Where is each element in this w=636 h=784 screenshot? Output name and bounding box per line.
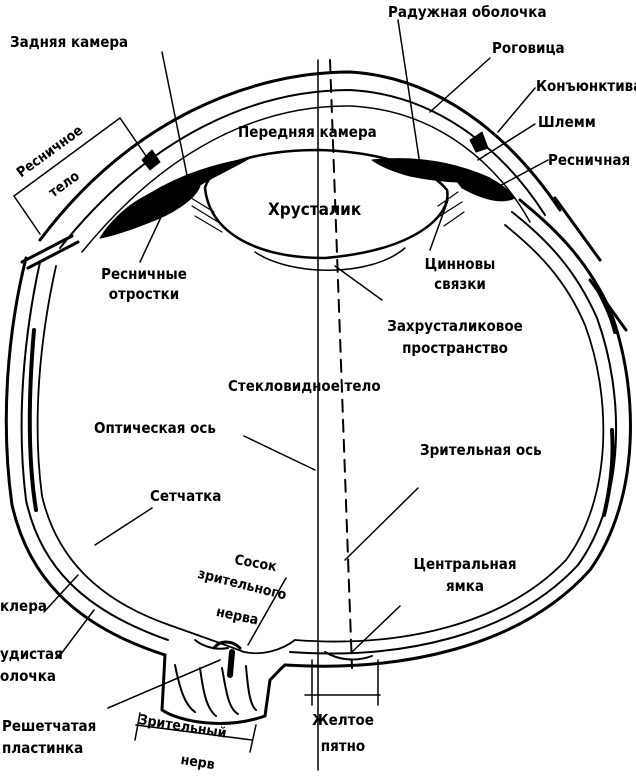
cornea-outline: [38, 70, 562, 253]
label-choroid-line2: олочка: [0, 667, 56, 685]
label-zonule-line1: Цинновы: [424, 255, 496, 273]
label-vitreous-body: Стекловидное тело: [228, 377, 381, 395]
ciliary-body-bracket: [13, 117, 147, 235]
optic-disc-vessel: [227, 649, 235, 678]
lens-shape: [203, 148, 449, 271]
label-retrolental-line2: пространство: [402, 339, 508, 357]
label-posterior-chamber: Задняя камера: [10, 33, 129, 51]
label-lens: Хрусталик: [268, 200, 362, 220]
label-ciliary-muscle: Ресничная: [548, 151, 631, 169]
label-macula-line2: пятно: [320, 737, 366, 755]
optic-nerve-shape: [160, 639, 287, 725]
optic-papilla-shape: [212, 640, 242, 650]
label-choroid-line1: удистая: [0, 645, 63, 663]
label-lamina-cribrosa-line2: пластинка: [2, 739, 84, 757]
label-zonule-line2: связки: [434, 275, 486, 293]
label-conjunctiva: Конъюнктива: [536, 77, 636, 95]
retina-outline: [36, 224, 605, 661]
ciliary-body-shape: [99, 131, 516, 239]
label-macula-line1: Желтое: [312, 711, 374, 729]
conjunctiva-outline: [20, 196, 628, 332]
visual-axis-line: [329, 59, 353, 669]
label-fovea-line2: ямка: [446, 577, 484, 595]
label-schlemm-canal: Шлемм: [538, 113, 596, 131]
label-fovea-line1: Центральная: [413, 555, 517, 573]
label-retina: Сетчатка: [150, 487, 222, 505]
label-visual-axis: Зрительная ось: [420, 441, 542, 459]
label-sclera: клера: [0, 597, 47, 615]
label-cornea: Роговица: [492, 39, 565, 57]
macula-bracket: [304, 659, 381, 706]
label-anterior-chamber: Передняя камера: [238, 123, 377, 141]
label-lamina-cribrosa-line1: Решетчатая: [2, 717, 97, 735]
leader-lines: [43, 19, 549, 709]
label-ciliary-processes-line2: отростки: [108, 285, 180, 303]
label-iris: Радужная оболочка: [388, 3, 547, 21]
sclera-outline: [4, 198, 632, 668]
label-ciliary-processes-line1: Ресничные: [101, 265, 187, 283]
optic-nerve-bracket: [134, 712, 257, 753]
label-retrolental-line1: Захрусталиковое: [387, 317, 523, 335]
label-optical-axis: Оптическая ось: [94, 419, 216, 437]
